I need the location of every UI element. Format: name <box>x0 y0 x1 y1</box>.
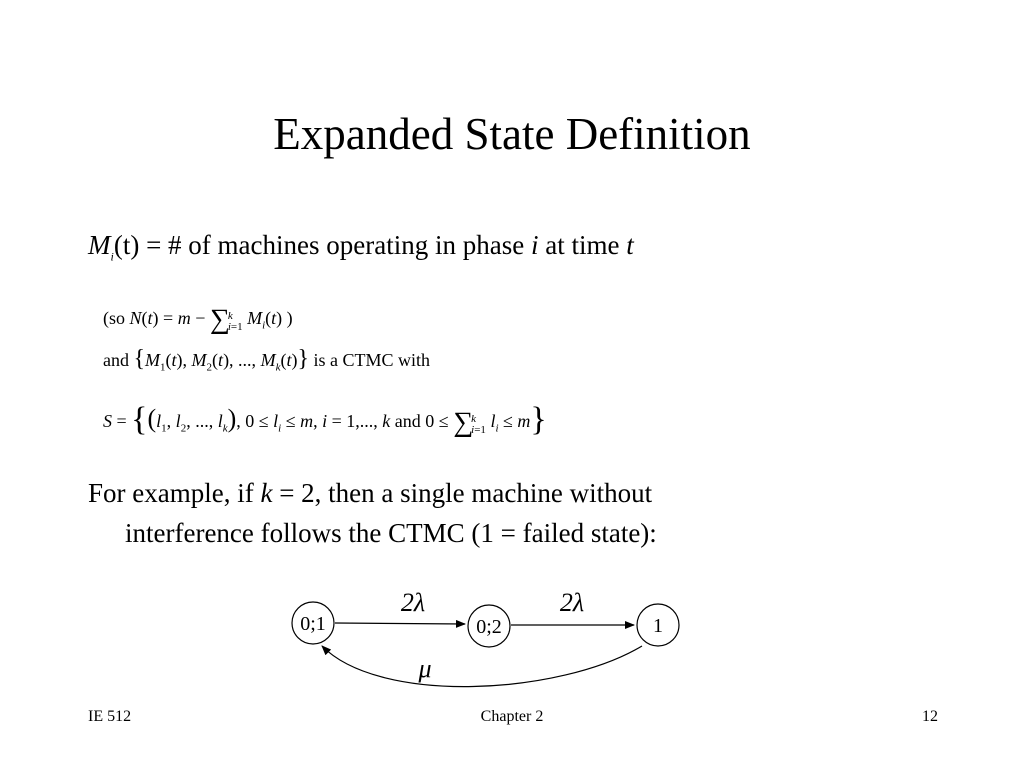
example-text-1b: = 2, then a single machine without <box>272 478 653 508</box>
rate-label-edge-3: μ <box>417 654 431 683</box>
slide-title: Expanded State Definition <box>273 109 751 159</box>
state-node-0-1 <box>291 601 335 645</box>
def-text-i: i <box>530 230 539 260</box>
and-label: and <box>103 350 129 370</box>
def-text-2: at time <box>538 230 627 260</box>
state-label-1: 1 <box>653 615 663 637</box>
definition-line: Mi(t) = # of machines operating in phase… <box>88 230 634 264</box>
state-space-line: S = {(l1, l2, ..., lk), 0 ≤ li ≤ m, i = … <box>103 401 547 438</box>
edge-1-to-0-1 <box>321 645 643 688</box>
def-text-t: t <box>626 230 634 260</box>
state-node-1 <box>636 603 680 647</box>
footer-page-number: 12 <box>922 708 938 725</box>
rate-label-edge-2: 2λ <box>560 588 584 617</box>
edge-0-1-to-0-2 <box>334 619 466 628</box>
rate-label-edge-1: 2λ <box>401 588 425 617</box>
def-text-1: = # of machines operating in phase <box>139 230 531 260</box>
def-sub-i: i <box>110 249 114 264</box>
state-label-0-1: 0;1 <box>300 613 326 635</box>
so-close-text: ) <box>286 308 293 328</box>
state-space-symbol: S <box>103 411 112 431</box>
footer-course: IE 512 <box>88 708 132 725</box>
example-line-1: For example, if k = 2, then a single mac… <box>88 478 652 509</box>
example-line-2: interference follows the CTMC (1 = faile… <box>125 518 657 548</box>
def-paren-t: (t) <box>113 230 140 260</box>
state-label-0-2: 0;2 <box>476 616 502 638</box>
so-open-text: (so <box>103 308 130 328</box>
state-node-0-2 <box>467 604 511 648</box>
footer-chapter: Chapter 2 <box>480 708 544 725</box>
def-M: M <box>88 230 111 260</box>
ctmc-line: and {M1(t), M2(t), ..., Mk(t)} is a CTMC… <box>103 346 431 374</box>
ctmc-text: is a CTMC with <box>313 350 431 370</box>
example-text-1a: For example, if <box>88 478 261 508</box>
example-k: k <box>260 478 273 508</box>
and-word: and <box>394 411 421 431</box>
